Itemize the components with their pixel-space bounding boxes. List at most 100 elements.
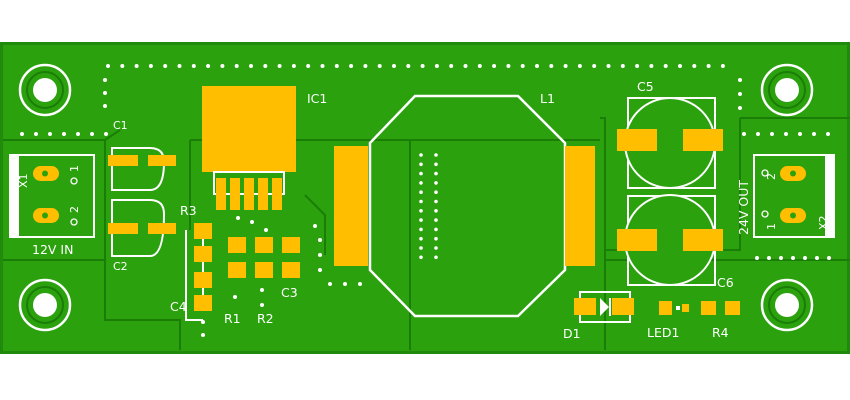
via (419, 246, 423, 250)
via (236, 216, 240, 220)
via (201, 333, 205, 337)
via (649, 64, 654, 68)
via (756, 132, 760, 136)
x2-label: X2 (817, 215, 830, 230)
via (706, 64, 711, 68)
capacitor-c3: C3 (281, 237, 300, 300)
via (103, 104, 107, 108)
via (363, 64, 368, 68)
board-copper-fill (3, 45, 847, 351)
via (620, 64, 625, 68)
via (477, 64, 482, 68)
via (349, 64, 354, 68)
via (678, 64, 682, 68)
r2-label: R2 (257, 311, 274, 326)
via (770, 132, 774, 136)
resistor-r1: R1 (224, 237, 246, 326)
via (434, 246, 438, 250)
via (663, 64, 668, 68)
l1-label: L1 (540, 91, 555, 106)
via (313, 224, 317, 228)
via (779, 256, 783, 260)
connector-x1: X1 1 2 12V IN (9, 154, 95, 257)
via (343, 282, 347, 286)
capacitor-c4: C4 (170, 272, 212, 314)
via (263, 64, 268, 68)
capacitor-c5: C5 (617, 79, 723, 189)
via (520, 64, 525, 68)
via (406, 64, 411, 68)
diode-d1: D1 (563, 291, 634, 341)
via (738, 106, 742, 110)
led1-label: LED1 (647, 325, 679, 340)
via (434, 162, 438, 167)
x1-pin2-label: 2 (68, 206, 81, 213)
c3-label: C3 (281, 285, 298, 300)
via (220, 64, 225, 68)
resistor-r4: R4 (701, 301, 740, 340)
via (434, 236, 438, 241)
via (449, 64, 454, 68)
via (233, 295, 237, 299)
via (318, 238, 322, 242)
via (592, 64, 597, 68)
via (419, 171, 423, 176)
via (358, 282, 362, 286)
via (277, 64, 282, 68)
via (334, 64, 339, 68)
via (434, 199, 438, 204)
via (767, 256, 771, 260)
via (250, 220, 254, 224)
via (635, 64, 640, 68)
via (434, 255, 438, 260)
via (260, 303, 264, 307)
capacitor-c2: C2 (108, 199, 176, 273)
via (103, 78, 107, 82)
via (264, 228, 268, 232)
via (148, 64, 153, 68)
via (120, 64, 125, 68)
via (419, 209, 423, 213)
via (506, 64, 511, 68)
via (206, 64, 211, 68)
via (492, 64, 497, 68)
c2-label: C2 (113, 260, 128, 273)
via (434, 181, 438, 185)
via (177, 64, 182, 68)
x2-pin1-label: 1 (765, 223, 778, 230)
via (803, 256, 807, 260)
resistor-r3: R3 (180, 203, 212, 262)
via (535, 64, 539, 68)
via (827, 256, 831, 260)
led-led1: LED1 (647, 301, 689, 340)
c5-label: C5 (637, 79, 654, 94)
via (260, 288, 264, 292)
via (306, 64, 311, 68)
connector-x2: X2 2 1 24V OUT (736, 154, 835, 238)
ic1-label: IC1 (307, 91, 327, 106)
via (234, 64, 239, 68)
via (419, 181, 423, 185)
mounting-hole-tl (18, 63, 72, 117)
via (320, 64, 325, 68)
via (419, 218, 423, 222)
inductor-l1: L1 (334, 91, 595, 318)
capacitor-c6: C6 (617, 194, 734, 290)
via (434, 227, 438, 232)
via (134, 64, 139, 68)
via (419, 153, 423, 157)
c1-label: C1 (113, 119, 128, 132)
via (720, 64, 725, 68)
via (419, 190, 423, 194)
d1-label: D1 (563, 326, 581, 341)
via (106, 64, 110, 68)
via (434, 171, 438, 176)
via (90, 132, 94, 136)
via (434, 64, 439, 68)
via (434, 218, 438, 222)
via (826, 132, 830, 136)
via (419, 199, 423, 204)
via (48, 132, 52, 136)
via (420, 64, 425, 68)
via (104, 132, 108, 136)
